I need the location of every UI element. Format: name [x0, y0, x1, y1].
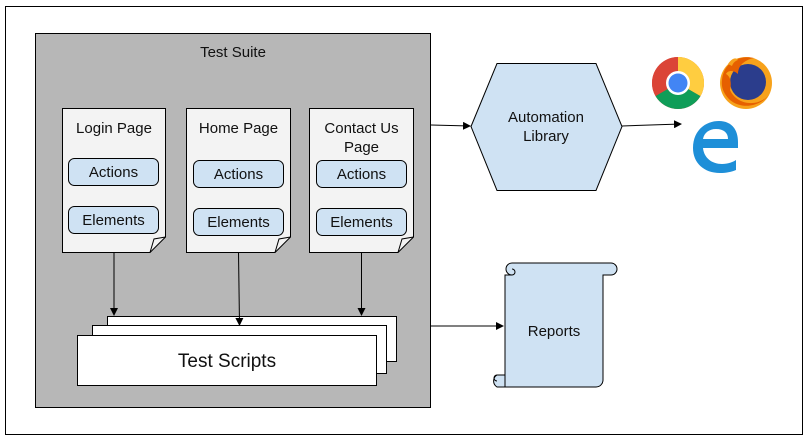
library-label-line: Automation — [508, 109, 584, 126]
actions-pill — [68, 158, 159, 186]
actions-label: Actions — [89, 164, 138, 181]
page-title-line: Home Page — [199, 120, 278, 137]
scroll-body — [493, 262, 618, 388]
page-title-line: Contact Us — [324, 120, 398, 137]
elements-label: Elements — [330, 214, 393, 231]
page-object-login: Login Page Actions Elements — [62, 108, 166, 253]
test-scripts-label: Test Scripts — [178, 351, 276, 372]
page-title-line: Page — [344, 139, 379, 156]
page-doc-fold — [274, 236, 291, 253]
firefox-icon — [720, 57, 772, 109]
reports-scroll: Reports — [493, 262, 618, 388]
page-title-line: Login Page — [76, 120, 152, 137]
reports-label: Reports — [528, 323, 581, 340]
actions-pill — [193, 160, 284, 188]
arrow-library-to-browsers — [621, 120, 682, 129]
elements-label: Elements — [207, 214, 270, 231]
actions-label: Actions — [337, 166, 386, 183]
page-doc-fold — [397, 236, 414, 253]
actions-label: Actions — [214, 166, 263, 183]
test-suite-title: Test Suite — [200, 44, 266, 61]
page-doc-fold — [149, 236, 166, 253]
elements-pill — [316, 208, 407, 236]
arrow-home-to-scripts — [235, 251, 244, 326]
arrow-suite-to-library — [430, 121, 471, 130]
edge-icon — [693, 121, 738, 173]
scroll-top-curl — [505, 268, 516, 276]
script-sheet-front — [77, 335, 377, 386]
test-scripts-stack: Test Scripts — [77, 316, 397, 386]
library-hexagon — [470, 63, 623, 191]
page-object-contact-us: Contact Us Page Actions Elements — [309, 108, 414, 253]
automation-library: Automation Library — [470, 63, 623, 191]
elements-pill — [193, 208, 284, 236]
library-label-line: Library — [523, 128, 569, 145]
chrome-icon — [652, 57, 704, 109]
page-object-home: Home Page Actions Elements — [186, 108, 291, 253]
elements-label: Elements — [82, 212, 145, 229]
actions-pill — [316, 160, 407, 188]
elements-pill — [68, 206, 159, 234]
scroll-bottom-curl — [493, 374, 506, 387]
